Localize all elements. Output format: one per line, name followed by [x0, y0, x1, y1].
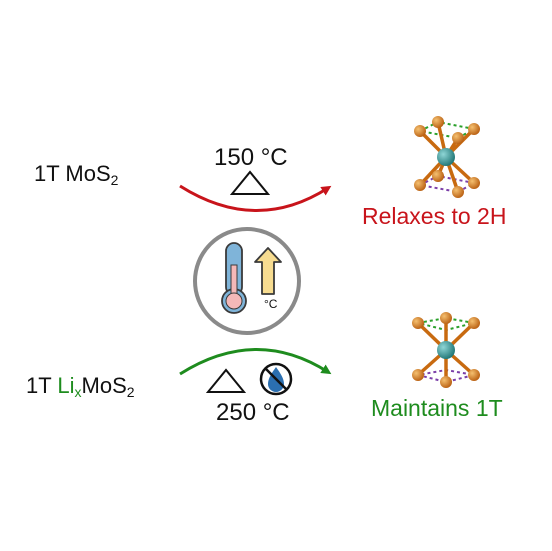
heating-arrow-top — [179, 184, 332, 212]
heating-arrow-bottom — [179, 348, 332, 376]
heat-triangle-icon-top — [229, 170, 271, 195]
material-prefix-bottom: 1T — [26, 373, 58, 398]
up-arrow-icon — [254, 247, 282, 295]
material-prefix-top: 1T MoS — [34, 161, 111, 186]
material-suffix-bottom: MoS — [81, 373, 127, 398]
no-water-icon — [259, 362, 293, 396]
material-label-top: 1T MoS2 — [34, 161, 119, 188]
material-label-bottom: 1T LixMoS2 — [26, 373, 135, 400]
material-subscript-bottom: 2 — [126, 384, 135, 400]
material-subscript-top: 2 — [110, 172, 119, 188]
lithium-subscript: x — [74, 384, 82, 400]
result-label-bottom: Maintains 1T — [371, 395, 503, 421]
temperature-label-top: 150 °C — [214, 144, 288, 171]
temperature-label-bottom: 250 °C — [216, 399, 290, 426]
lithium-text: Li — [57, 373, 75, 398]
celsius-unit-label: °C — [264, 297, 278, 311]
molecule-icon-bottom — [412, 312, 480, 388]
result-label-top: Relaxes to 2H — [362, 203, 507, 229]
thermometer-icon — [221, 242, 247, 314]
heat-triangle-icon-bottom — [205, 368, 247, 393]
molecule-icon-top — [414, 116, 480, 198]
temperature-increase-icon — [193, 227, 301, 335]
